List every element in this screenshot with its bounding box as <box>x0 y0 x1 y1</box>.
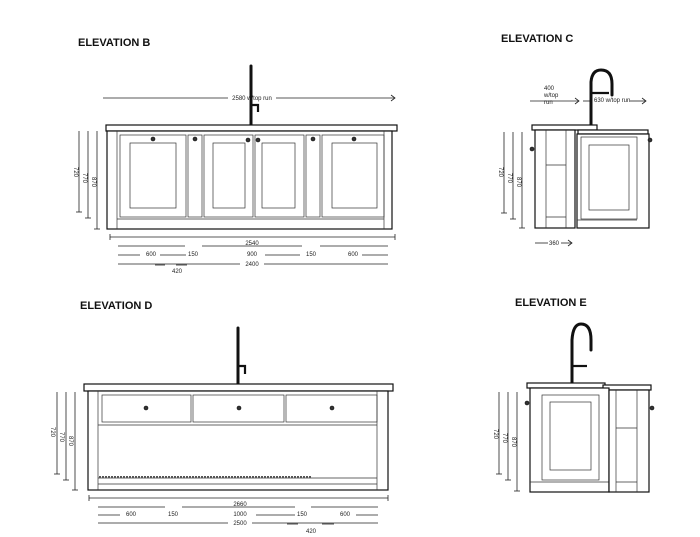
faucet-icon <box>570 322 593 390</box>
side-panel <box>608 389 650 493</box>
elevation-c-title: ELEVATION C <box>501 33 573 45</box>
height-770: 770 <box>81 173 87 184</box>
height-870: 870 <box>90 177 96 188</box>
height-720: 720 <box>492 429 498 440</box>
height-770: 770 <box>501 433 507 444</box>
cabinet-body <box>576 133 650 229</box>
elevation-b: ELEVATION B 2580 w/top run <box>72 37 398 275</box>
width-dimensions: 2540 600 150 900 150 600 2400 420 <box>109 234 396 275</box>
height-870: 870 <box>510 437 516 448</box>
elevation-e-title: ELEVATION E <box>515 297 587 309</box>
height-dimensions: 720 770 870 <box>72 131 100 230</box>
left-run-label: w/top <box>543 93 559 99</box>
segment-label: 600 <box>146 252 157 258</box>
segment-label: 600 <box>348 252 359 258</box>
height-870: 870 <box>515 177 521 188</box>
elevation-d: ELEVATION D 720 770 870 266 <box>49 300 394 535</box>
segment-label: 1000 <box>233 512 247 518</box>
countertop <box>531 124 598 131</box>
faucet-icon <box>249 64 260 127</box>
cabinet-body <box>106 130 393 230</box>
segment-label: 150 <box>168 512 179 518</box>
left-run-label: 400 <box>544 86 555 92</box>
cabinet-door <box>541 394 600 481</box>
inner-width: 2400 <box>245 262 259 268</box>
right-run-label: 630 w/top run <box>594 98 630 104</box>
cabinet-body <box>87 390 389 491</box>
height-720: 720 <box>72 167 78 178</box>
left-run-label: run <box>544 100 553 106</box>
segment-label: 600 <box>126 512 137 518</box>
segment-label: 900 <box>247 252 258 258</box>
overall-width: 2540 <box>245 241 259 247</box>
cabinet-doors <box>119 134 385 218</box>
overall-width: 2660 <box>233 502 247 508</box>
segment-label: 600 <box>340 512 351 518</box>
height-dimensions: 720 770 870 <box>492 392 520 492</box>
inner-width: 2500 <box>233 521 247 527</box>
height-720: 720 <box>497 167 503 178</box>
width-dimensions: 2660 600 150 1000 150 600 2500 420 <box>88 495 389 535</box>
faucet-icon <box>236 326 247 387</box>
height-770: 770 <box>58 432 64 443</box>
side-panel <box>534 129 576 229</box>
countertop <box>577 129 649 135</box>
elevation-e: ELEVATION E 720 770 870 <box>492 297 655 493</box>
elevation-c: ELEVATION C 400 w/top run 630 w/top run … <box>497 33 653 247</box>
offset-dimension: 420 <box>306 529 317 535</box>
height-dimensions: 720 770 870 <box>49 392 78 491</box>
countertop <box>83 383 394 392</box>
height-720: 720 <box>49 427 55 438</box>
countertop <box>105 124 398 132</box>
elevation-d-title: ELEVATION D <box>80 300 152 312</box>
cabinet-door <box>580 136 638 220</box>
offset-dimension: 420 <box>172 269 183 275</box>
height-870: 870 <box>67 436 73 447</box>
height-770: 770 <box>506 173 512 184</box>
elevation-b-title: ELEVATION B <box>78 37 150 49</box>
countertop <box>526 382 606 389</box>
depth-dimension: 360 <box>549 241 560 247</box>
segment-label: 150 <box>297 512 308 518</box>
cabinet-body <box>529 387 610 493</box>
drawers <box>101 394 378 423</box>
segment-label: 150 <box>188 252 199 258</box>
faucet-icon <box>589 68 614 130</box>
top-run-dimension: 2580 w/top run <box>103 94 396 102</box>
segment-label: 150 <box>306 252 317 258</box>
height-dimensions: 720 770 870 <box>497 132 525 229</box>
countertop <box>602 384 652 391</box>
